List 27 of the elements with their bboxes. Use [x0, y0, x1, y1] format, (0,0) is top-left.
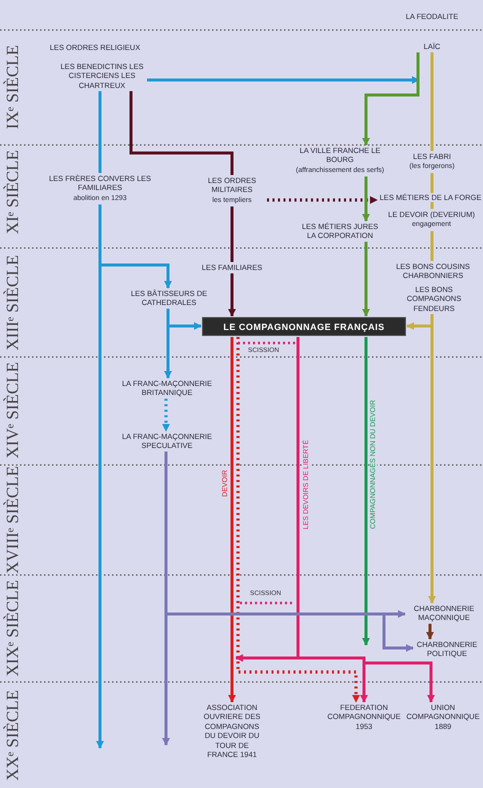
- arrow: [362, 176, 370, 222]
- dotted-arrow: [162, 398, 170, 432]
- arrow: [362, 52, 420, 146]
- century-label: IXᵉ SIÈCLE: [3, 45, 23, 130]
- century-label: XIᵉ SIÈCLE: [3, 150, 23, 234]
- arrow: [164, 308, 172, 379]
- arrow: [98, 204, 172, 289]
- dotted-arrow: [267, 196, 378, 204]
- arrow: [228, 273, 236, 317]
- connector-line: [230, 206, 234, 262]
- arrow: [362, 337, 370, 646]
- century-label: XXᵉ SIÈCLE: [3, 690, 23, 781]
- dotted-arrow: [236, 337, 360, 703]
- century-label: XVIIIᵉ SIÈCLE: [3, 466, 23, 574]
- century-label: XIXᵉ SIÈCLE: [3, 580, 23, 676]
- title-box: LE COMPAGNONNAGE FRANÇAIS: [202, 317, 406, 336]
- century-label: XIIIᵉ SIÈCLE: [3, 255, 23, 350]
- connector-line: [130, 91, 234, 175]
- century-label: XIVᵉ SIÈCLE: [3, 362, 23, 458]
- arrow: [164, 452, 414, 652]
- connector-line: [430, 231, 434, 261]
- connector-line: [430, 52, 434, 151]
- arrow: [426, 624, 434, 640]
- arrow: [362, 242, 370, 317]
- arrow: [228, 337, 236, 703]
- connector-line: [98, 91, 102, 173]
- arrow: [428, 314, 436, 604]
